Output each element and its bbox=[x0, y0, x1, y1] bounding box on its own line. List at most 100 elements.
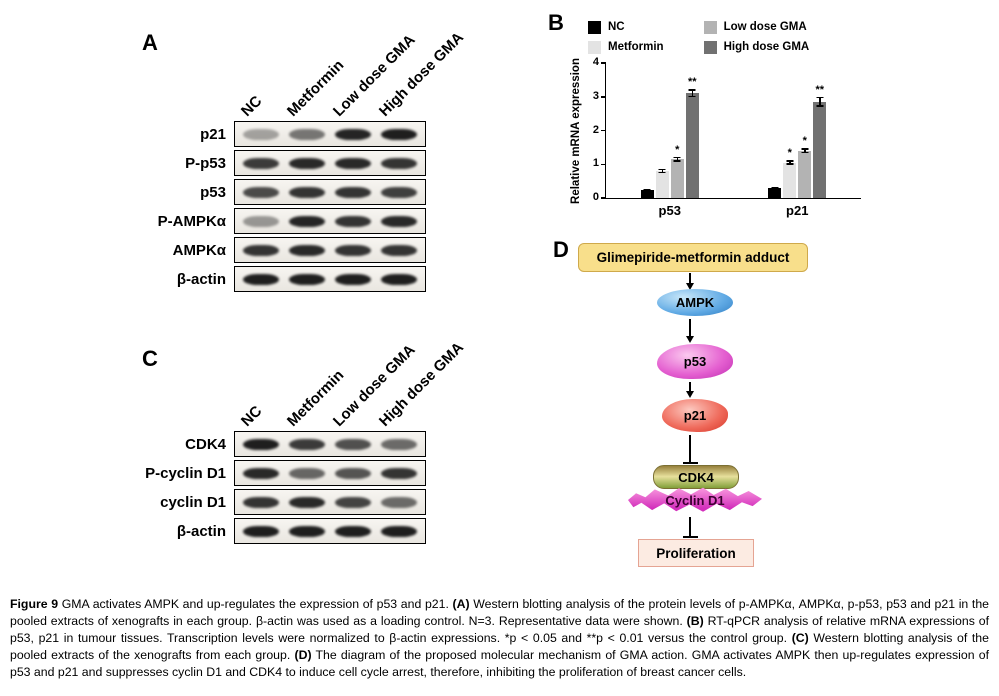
bar-nc-p53 bbox=[640, 63, 654, 198]
caption-bold-text: (D) bbox=[294, 648, 312, 663]
protein-band-icon bbox=[289, 215, 325, 227]
blot-row: AMPKα bbox=[138, 237, 468, 263]
blot-strip bbox=[234, 121, 426, 147]
error-bar-icon bbox=[691, 89, 693, 98]
protein-band-icon bbox=[243, 273, 279, 285]
caption-text: Western blotting analysis of the protein… bbox=[10, 597, 990, 629]
bar-group-p21: ****p21 bbox=[768, 63, 827, 218]
error-bar-icon bbox=[819, 96, 821, 107]
protein-band-icon bbox=[243, 157, 279, 169]
legend-item: Low dose GMA bbox=[703, 18, 810, 36]
bar-rect bbox=[670, 159, 684, 198]
significance-marker: * bbox=[675, 143, 680, 156]
arrow-gma-to-ampk-icon bbox=[686, 273, 694, 290]
caption-text: Western blotting analysis of the pooled … bbox=[10, 631, 989, 663]
y-tick-label: 1 bbox=[592, 157, 599, 170]
legend-item: NC bbox=[588, 18, 664, 36]
protein-band-icon bbox=[289, 525, 325, 537]
caption-bold-text: Figure 9 bbox=[10, 597, 62, 612]
blot-protein-label: P-cyclin D1 bbox=[145, 464, 226, 482]
caption-text: RT-qPCR analysis of relative mRNA expres… bbox=[10, 614, 989, 646]
legend-swatch-icon bbox=[703, 40, 717, 54]
protein-band-icon bbox=[381, 438, 417, 450]
protein-band-icon bbox=[381, 496, 417, 508]
protein-band-icon bbox=[243, 128, 279, 140]
blot-row: p21 bbox=[138, 121, 468, 147]
panel-c-label: C bbox=[142, 346, 158, 371]
x-category-label: p53 bbox=[658, 203, 681, 218]
error-bar-icon bbox=[676, 156, 678, 162]
protein-band-icon bbox=[381, 244, 417, 256]
bar-metformin-p21: * bbox=[783, 63, 797, 198]
lane-label-nc: NC bbox=[237, 92, 266, 120]
blot-row: cyclin D1 bbox=[138, 489, 468, 515]
y-tick-label: 0 bbox=[592, 191, 599, 203]
y-tick-icon bbox=[601, 62, 606, 64]
bar-metformin-p53 bbox=[655, 63, 669, 198]
bar-high-dose-gma-p21: ** bbox=[813, 63, 827, 198]
error-bar-icon bbox=[646, 188, 648, 191]
protein-band-icon bbox=[335, 186, 371, 198]
protein-band-icon bbox=[381, 273, 417, 285]
protein-band-icon bbox=[243, 525, 279, 537]
bar-high-dose-gma-p53: ** bbox=[685, 63, 699, 198]
protein-band-icon bbox=[289, 273, 325, 285]
protein-band-icon bbox=[243, 467, 279, 479]
blot-protein-label: AMPKα bbox=[172, 241, 226, 259]
bar-rect bbox=[813, 101, 827, 198]
legend-item: Metformin bbox=[588, 38, 664, 56]
panel-b-label: B bbox=[548, 10, 564, 35]
panel-d-mechanism-diagram: D Glimepiride-metformin adduct AMPK p53 … bbox=[545, 237, 855, 577]
protein-band-icon bbox=[289, 467, 325, 479]
y-tick-label: 4 bbox=[592, 56, 599, 68]
legend-swatch-icon bbox=[588, 20, 601, 34]
blot-strip bbox=[234, 237, 426, 263]
protein-band-icon bbox=[335, 128, 371, 140]
protein-band-icon bbox=[289, 438, 325, 450]
lane-label-nc: NC bbox=[237, 402, 266, 430]
blot-protein-label: β-actin bbox=[176, 270, 226, 288]
blot-strip bbox=[234, 266, 426, 292]
blot-protein-label: β-actin bbox=[176, 522, 226, 540]
panel-a-label: A bbox=[142, 30, 158, 55]
protein-band-icon bbox=[381, 157, 417, 169]
significance-marker: * bbox=[802, 135, 807, 148]
protein-band-icon bbox=[243, 244, 279, 256]
protein-band-icon bbox=[289, 157, 325, 169]
blot-strip bbox=[234, 208, 426, 234]
bar-rect bbox=[655, 171, 669, 198]
protein-band-icon bbox=[243, 186, 279, 198]
protein-band-icon bbox=[335, 157, 371, 169]
protein-band-icon bbox=[381, 525, 417, 537]
protein-band-icon bbox=[243, 496, 279, 508]
arrow-p53-to-p21-icon bbox=[686, 382, 694, 398]
node-cdk4: CDK4 bbox=[653, 465, 739, 489]
blot-row: β-actin bbox=[138, 266, 468, 292]
protein-band-icon bbox=[289, 186, 325, 198]
blot-protein-label: p53 bbox=[200, 183, 226, 201]
blot-row: P-cyclin D1 bbox=[138, 460, 468, 486]
panel-d-label: D bbox=[553, 237, 569, 262]
blot-protein-label: P-p53 bbox=[185, 154, 226, 172]
caption-bold-text: (A) bbox=[452, 597, 470, 612]
error-bar-icon bbox=[774, 186, 776, 190]
blot-row: P-p53 bbox=[138, 150, 468, 176]
lane-label-low-dose-gma: Low dose GMA bbox=[329, 341, 419, 430]
node-ampk: AMPK bbox=[657, 289, 733, 316]
blot-strip bbox=[234, 518, 426, 544]
legend-label: Metformin bbox=[608, 41, 664, 53]
blot-strip bbox=[234, 179, 426, 205]
blot-protein-label: p21 bbox=[200, 125, 226, 143]
protein-band-icon bbox=[335, 273, 371, 285]
protein-band-icon bbox=[243, 215, 279, 227]
protein-band-icon bbox=[381, 467, 417, 479]
blot-row: β-actin bbox=[138, 518, 468, 544]
blot-row: CDK4 bbox=[138, 431, 468, 457]
protein-band-icon bbox=[335, 438, 371, 450]
protein-band-icon bbox=[335, 496, 371, 508]
blot-protein-label: cyclin D1 bbox=[160, 493, 226, 511]
